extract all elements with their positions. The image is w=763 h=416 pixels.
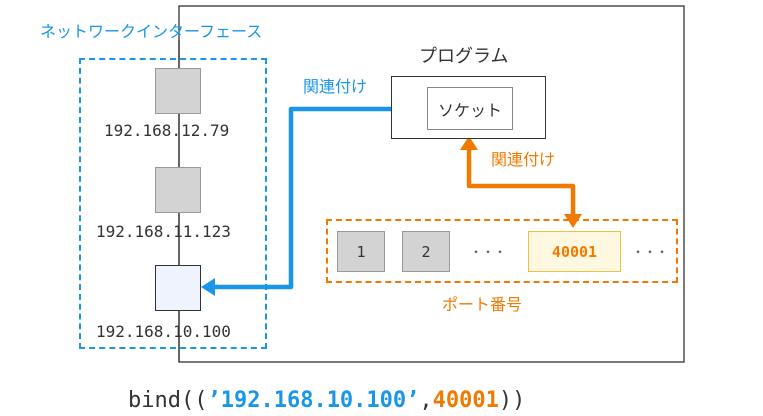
associate-label-top: 関連付け (303, 77, 368, 96)
network-interface-1 (155, 167, 201, 213)
port-cell-bound: 40001 (528, 231, 621, 272)
socket-box: ソケット (427, 87, 513, 130)
port-ellipsis-1: ・・・ (625, 231, 675, 272)
arrowhead-to-interface (201, 278, 215, 296)
network-interface-2 (155, 265, 201, 311)
interface-2-ip: 192.168.10.100 (96, 322, 231, 341)
arrowhead-to-port (564, 214, 582, 228)
port-number-group (326, 219, 678, 283)
code-port: 40001 (432, 388, 499, 413)
code-ip-literal: ’192.168.10.100’ (207, 388, 420, 413)
program-label: プログラム (419, 46, 509, 67)
code-comma: , (419, 388, 433, 413)
port-cell-bound-label: 40001 (551, 242, 598, 261)
socket-label: ソケット (437, 100, 502, 120)
network-interface-group (79, 58, 267, 349)
port-ellipsis-1-label: ・・・ (631, 245, 668, 259)
network-interface-label: ネットワークインターフェース (40, 22, 263, 41)
port-ellipsis-0: ・・・ (460, 231, 516, 272)
port-ellipsis-0-label: ・・・ (469, 245, 506, 259)
interface-1-ip: 192.168.11.123 (96, 222, 231, 241)
arrowhead-to-socket-orange (460, 136, 478, 150)
socket-interface-link (205, 106, 420, 290)
network-interface-0 (155, 68, 201, 114)
bind-call-code: bind((’192.168.10.100’,40001)) (128, 390, 525, 412)
port-cell-1-label: 2 (421, 242, 431, 261)
associate-label-right: 関連付け (491, 150, 556, 169)
code-prefix: bind(( (128, 388, 208, 413)
code-suffix: )) (498, 388, 526, 413)
socket-port-link (466, 145, 576, 220)
interface-0-ip: 192.168.12.79 (104, 121, 230, 140)
port-cell-1: 2 (402, 231, 450, 272)
port-cell-0: 1 (337, 231, 385, 272)
port-cell-0-label: 1 (356, 242, 366, 261)
port-number-label: ポート番号 (442, 295, 523, 314)
